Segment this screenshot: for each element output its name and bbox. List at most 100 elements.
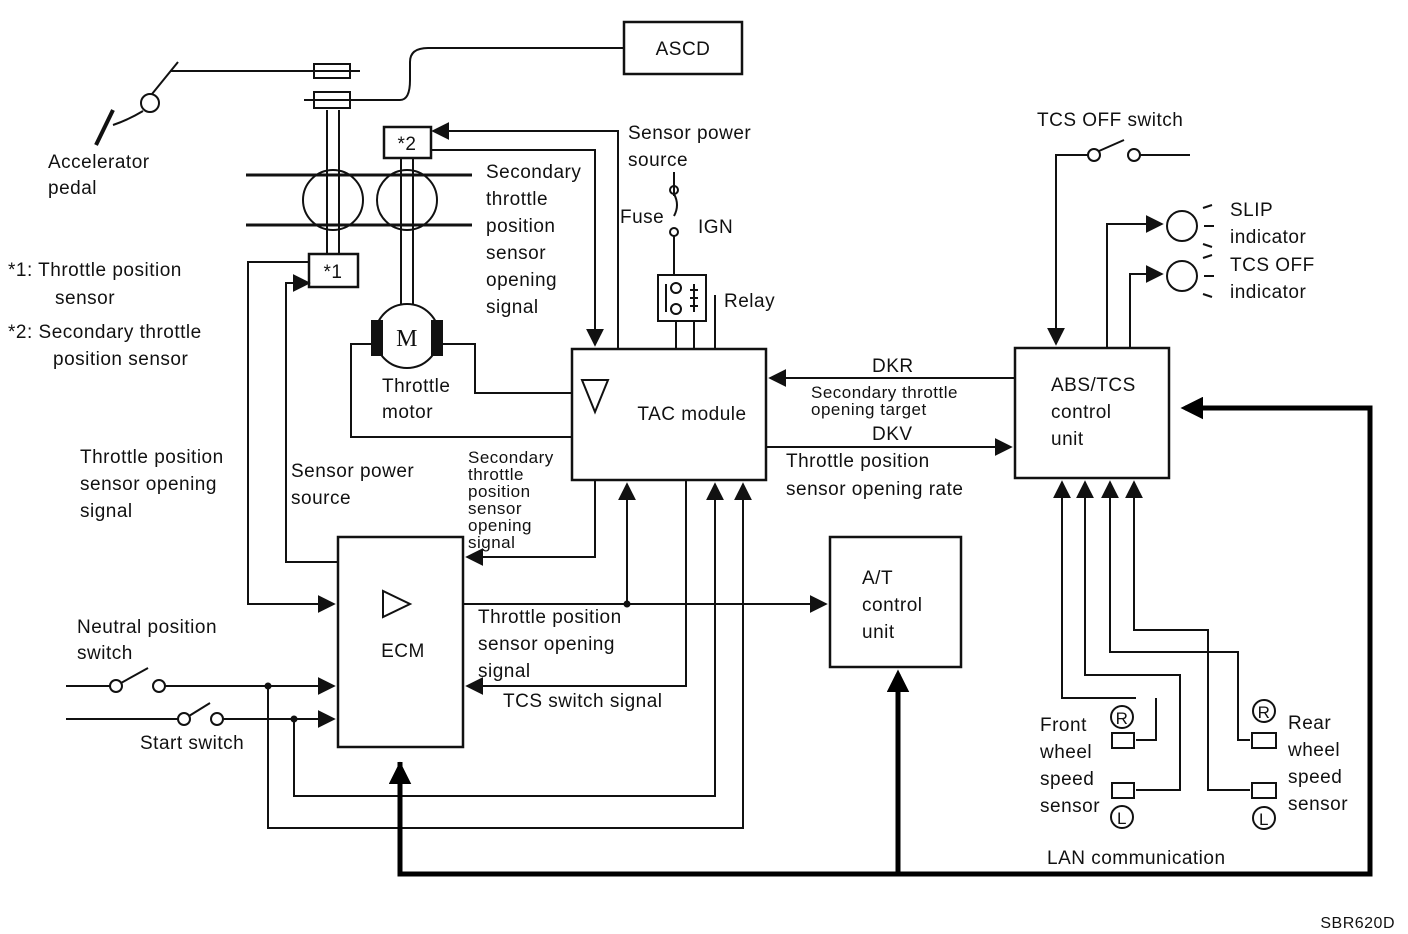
ign-label: IGN: [698, 217, 733, 238]
front-wheel-speed-sensor: R L: [1110, 705, 1135, 829]
label-front-wheel: Front wheel speed sensor: [1039, 715, 1100, 817]
svg-text:sensor opening: sensor opening: [478, 634, 615, 655]
svg-text:Sensor power: Sensor power: [628, 123, 751, 144]
svg-text:source: source: [628, 150, 688, 171]
svg-text:Sensor power: Sensor power: [291, 461, 414, 482]
figure-code: SBR620D: [1320, 915, 1395, 932]
svg-text:L: L: [1117, 809, 1127, 828]
secondary-throttle-sensor-block: *2: [382, 125, 433, 160]
svg-text:throttle: throttle: [486, 189, 548, 210]
label-tcs-off-indicator: TCS OFF indicator: [1230, 255, 1315, 303]
svg-text:sensor: sensor: [486, 243, 546, 264]
label-secondary-signal-top: Secondary throttle position sensor openi…: [486, 162, 581, 318]
svg-text:opening: opening: [486, 270, 557, 291]
svg-text:Front: Front: [1040, 715, 1087, 736]
svg-text:opening target: opening target: [811, 400, 927, 419]
svg-text:control: control: [862, 595, 923, 616]
ecm-block: ECM: [336, 535, 465, 749]
svg-text:unit: unit: [862, 622, 895, 643]
svg-text:position: position: [468, 482, 531, 501]
svg-text:Secondary throttle: Secondary throttle: [811, 383, 958, 402]
at-control-unit-block: A/T control unit: [828, 535, 963, 669]
svg-text:A/T: A/T: [862, 568, 893, 589]
svg-text:*1: *1: [324, 262, 343, 283]
svg-text:source: source: [291, 488, 351, 509]
throttle-motor: M Throttle motor: [371, 303, 450, 423]
tac-module-block: TAC module: [570, 347, 768, 482]
svg-text:Throttle position: Throttle position: [478, 607, 622, 628]
label-rear-wheel: Rear wheel speed sensor: [1287, 713, 1348, 815]
svg-text:Secondary: Secondary: [468, 448, 554, 467]
svg-text:*1: Throttle position: *1: Throttle position: [8, 260, 182, 281]
svg-text:throttle: throttle: [468, 465, 524, 484]
svg-text:sensor opening rate: sensor opening rate: [786, 479, 963, 500]
svg-text:signal: signal: [486, 297, 539, 318]
svg-text:R: R: [1116, 709, 1129, 728]
svg-text:Throttle position: Throttle position: [786, 451, 930, 472]
svg-text:sensor: sensor: [55, 288, 115, 309]
start-switch-label: Start switch: [140, 733, 244, 754]
svg-text:motor: motor: [382, 402, 433, 423]
fuse-label: Fuse: [620, 207, 664, 228]
svg-text:Neutral position: Neutral position: [77, 617, 217, 638]
svg-text:indicator: indicator: [1230, 282, 1306, 303]
motor-symbol: M: [396, 326, 418, 352]
label-slip: SLIP indicator: [1230, 200, 1306, 248]
svg-text:sensor: sensor: [468, 499, 522, 518]
svg-text:SLIP: SLIP: [1230, 200, 1273, 221]
svg-text:Secondary: Secondary: [486, 162, 581, 183]
svg-text:control: control: [1051, 402, 1112, 423]
relay-label: Relay: [724, 291, 775, 312]
lan-communication-bus: [388, 396, 1373, 877]
svg-text:*2: Secondary throttle: *2: Secondary throttle: [8, 322, 202, 343]
svg-text:sensor opening: sensor opening: [80, 474, 217, 495]
svg-text:L: L: [1259, 810, 1269, 829]
svg-text:switch: switch: [77, 643, 133, 664]
tcs-off-indicator-lamp: [1129, 254, 1214, 348]
svg-text:indicator: indicator: [1230, 227, 1306, 248]
svg-text:R: R: [1258, 703, 1271, 722]
svg-text:unit: unit: [1051, 429, 1084, 450]
svg-text:Throttle position: Throttle position: [80, 447, 224, 468]
ascd-label: ASCD: [656, 39, 711, 60]
dkv-label: DKV: [872, 424, 913, 445]
abs-tcs-control-unit-block: ABS/TCS control unit: [1013, 346, 1171, 480]
tcs-off-switch-label: TCS OFF switch: [1037, 110, 1183, 131]
svg-text:Rear: Rear: [1288, 713, 1331, 734]
label-secondary-signal-mid: Secondary throttle position sensor openi…: [468, 448, 554, 552]
tac-module-label: TAC module: [637, 404, 746, 425]
rear-wheel-speed-sensor: R L: [1251, 699, 1277, 830]
svg-text:Accelerator: Accelerator: [48, 152, 150, 173]
svg-text:signal: signal: [478, 661, 531, 682]
label-neutral-switch: Neutral position switch: [77, 617, 217, 664]
svg-text:wheel: wheel: [1039, 742, 1092, 763]
svg-text:speed: speed: [1288, 767, 1342, 788]
svg-text:TCS OFF: TCS OFF: [1230, 255, 1315, 276]
svg-text:ABS/TCS: ABS/TCS: [1051, 375, 1136, 396]
svg-text:signal: signal: [468, 533, 515, 552]
tcs-off-switch[interactable]: [1047, 139, 1190, 346]
accelerator-pedal: Accelerator pedal: [48, 61, 314, 199]
svg-text:*2: *2: [398, 134, 417, 155]
label-tps-signal: Throttle position sensor opening signal: [80, 447, 224, 522]
svg-text:position: position: [486, 216, 556, 237]
svg-text:pedal: pedal: [48, 178, 97, 199]
lan-label: LAN communication: [1047, 848, 1226, 869]
dkr-label: DKR: [872, 356, 914, 377]
relay-fuse: [657, 172, 716, 349]
svg-text:signal: signal: [80, 501, 133, 522]
throttle-position-sensor-block: *1: [307, 252, 360, 289]
ecm-label: ECM: [381, 641, 425, 662]
label-sensor-power-top: Sensor power source: [628, 123, 751, 171]
svg-text:sensor: sensor: [1040, 796, 1100, 817]
svg-text:wheel: wheel: [1287, 740, 1340, 761]
svg-text:opening: opening: [468, 516, 532, 535]
tcs-switch-signal-label: TCS switch signal: [503, 691, 663, 712]
label-sensor-power-left: Sensor power source: [291, 461, 414, 509]
svg-text:speed: speed: [1040, 769, 1094, 790]
svg-text:position sensor: position sensor: [53, 349, 188, 370]
svg-text:sensor: sensor: [1288, 794, 1348, 815]
slip-indicator-lamp: [1106, 204, 1214, 348]
ascd-cable: [350, 47, 624, 101]
